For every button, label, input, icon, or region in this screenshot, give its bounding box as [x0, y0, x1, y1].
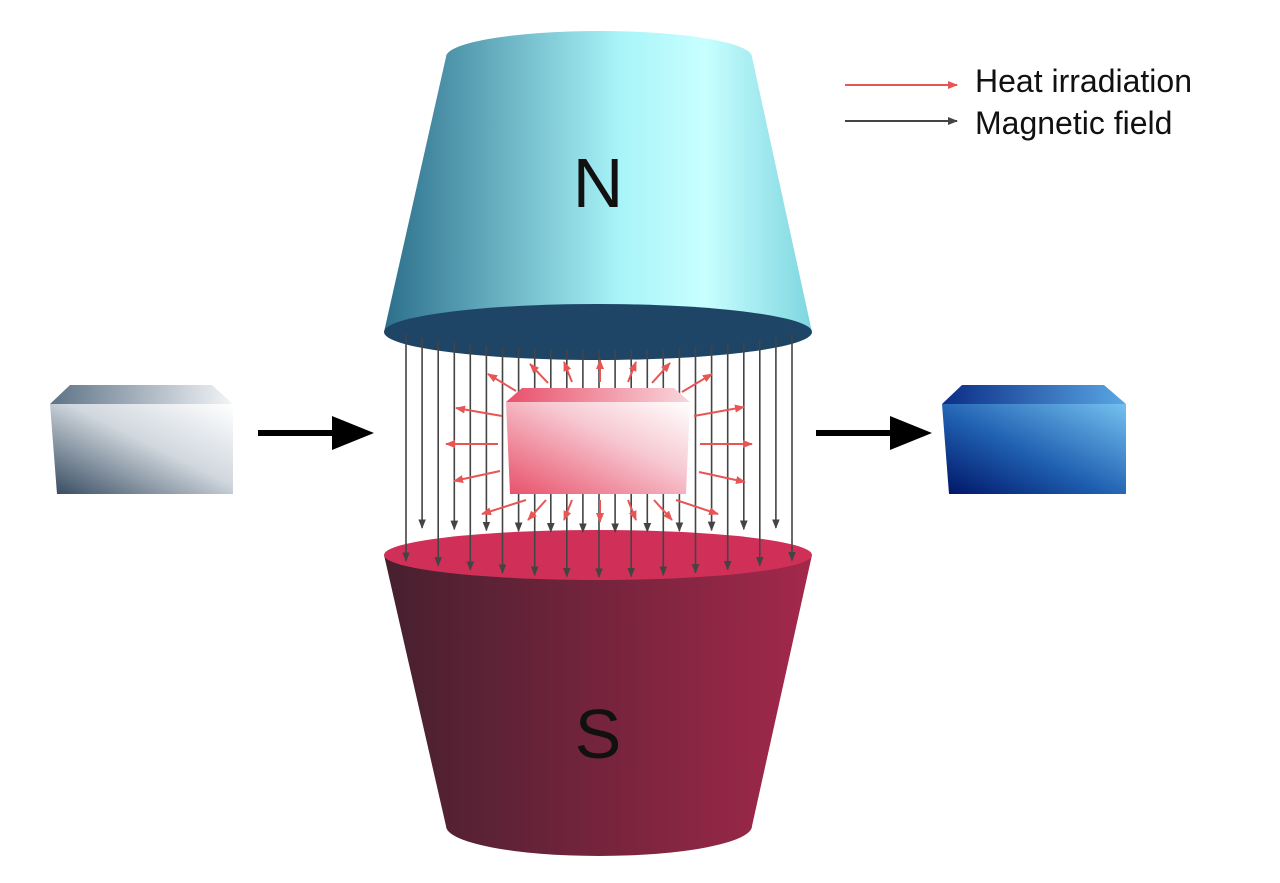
heat-arrow [453, 470, 501, 483]
south-magnet-body [384, 555, 812, 856]
heat-irradiation-arrows [445, 359, 753, 523]
heat-arrow [693, 404, 745, 417]
south-magnet: S [384, 530, 812, 856]
legend-heat-label: Heat irradiation [975, 63, 1192, 99]
legend-item-heat: Heat irradiation [845, 63, 1192, 99]
cooled-block [942, 385, 1126, 494]
process-arrow-out [816, 416, 932, 450]
legend-item-field: Magnetic field [845, 105, 1172, 141]
cooled-block-top [942, 385, 1126, 404]
heat-arrow [681, 373, 713, 393]
initial-block [50, 385, 233, 494]
north-magnet-face [384, 304, 812, 360]
heat-arrow [651, 362, 671, 384]
heat-arrow [627, 499, 637, 521]
heat-arrow [487, 373, 517, 392]
heat-arrow [563, 361, 573, 383]
process-arrow-in [258, 416, 374, 450]
heat-arrow [653, 499, 673, 521]
south-magnet-face [384, 530, 812, 580]
initial-block-front [50, 404, 233, 494]
heat-arrow [563, 499, 573, 521]
heat-arrow [627, 361, 637, 383]
heated-block-top [506, 388, 690, 402]
heated-block [506, 388, 690, 494]
heat-arrow [455, 405, 503, 417]
south-pole-label: S [575, 695, 622, 773]
heated-block-front [506, 402, 690, 494]
north-magnet-body [384, 31, 812, 332]
cooled-block-front [942, 404, 1126, 494]
legend: Heat irradiation Magnetic field [845, 63, 1192, 141]
legend-field-label: Magnetic field [975, 105, 1172, 141]
heat-arrow [527, 499, 547, 521]
north-pole-label: N [573, 144, 624, 222]
initial-block-top [50, 385, 233, 404]
north-magnet: N [384, 31, 812, 360]
heat-arrow [481, 499, 527, 516]
heat-arrow [529, 363, 549, 384]
heat-arrow [698, 471, 746, 484]
heat-arrow [675, 499, 719, 515]
